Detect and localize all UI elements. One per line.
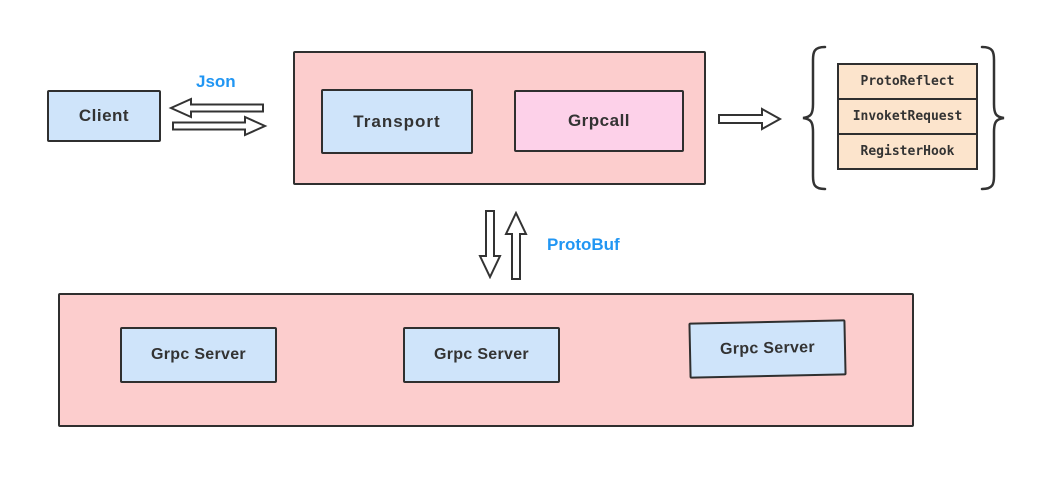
registry-stack: ProtoReflect InvoketRequest RegisterHook: [837, 63, 978, 170]
grpc-server-node-2: Grpc Server: [403, 327, 560, 383]
arrow-right-icon: [172, 115, 268, 137]
arrow-left-icon: [168, 97, 264, 119]
client-label: Client: [78, 106, 130, 125]
transport-node: Transport: [321, 89, 473, 154]
left-brace-icon: [802, 45, 827, 191]
registry-item-protoreflect: ProtoReflect: [837, 63, 978, 100]
grpc-server-label: Grpc Server: [719, 339, 816, 358]
grpc-server-node-1: Grpc Server: [120, 327, 277, 383]
transport-label: Transport: [353, 111, 441, 131]
json-flow-label: Json: [196, 72, 236, 91]
arrow-up-icon: [504, 211, 528, 280]
grpcall-node: Grpcall: [514, 90, 684, 152]
grpc-server-node-3: Grpc Server: [688, 319, 847, 379]
protobuf-flow-label: ProtoBuf: [547, 235, 620, 254]
arrow-to-registry-icon: [718, 107, 783, 131]
grpcall-label: Grpcall: [567, 111, 631, 130]
registry-item-invoketrequest: InvoketRequest: [837, 98, 978, 135]
grpc-server-label: Grpc Server: [434, 346, 529, 363]
client-node: Client: [47, 90, 161, 142]
right-brace-icon: [980, 45, 1005, 191]
registry-item-registerhook: RegisterHook: [837, 133, 978, 170]
arrow-down-icon: [478, 210, 502, 279]
grpc-server-label: Grpc Server: [151, 346, 246, 363]
